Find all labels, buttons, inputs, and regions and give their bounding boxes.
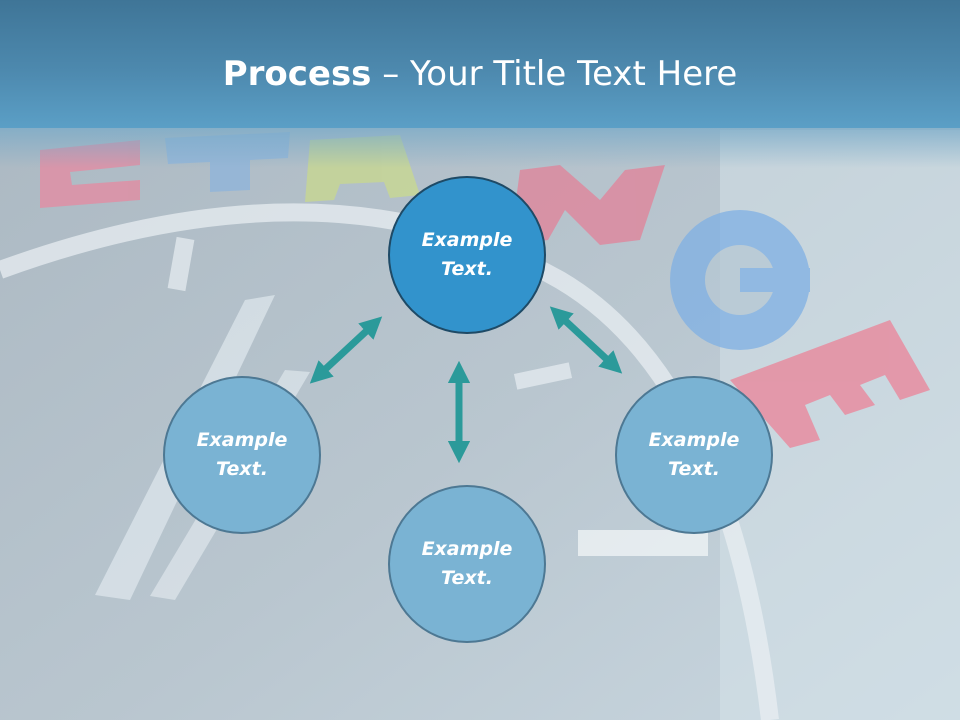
slide-title: Process – Your Title Text Here <box>0 52 960 96</box>
process-node-bottom: Example Text. <box>388 485 546 643</box>
title-bar <box>0 0 960 128</box>
title-rest-part: – Your Title Text Here <box>371 54 738 94</box>
process-node-top: Example Text. <box>388 176 546 334</box>
arrow-top-right <box>549 306 623 374</box>
process-node-right: Example Text. <box>615 376 773 534</box>
title-bar-fade <box>0 128 960 168</box>
arrow-top-left <box>309 316 383 384</box>
process-node-left: Example Text. <box>163 376 321 534</box>
title-bold-part: Process <box>222 54 372 94</box>
